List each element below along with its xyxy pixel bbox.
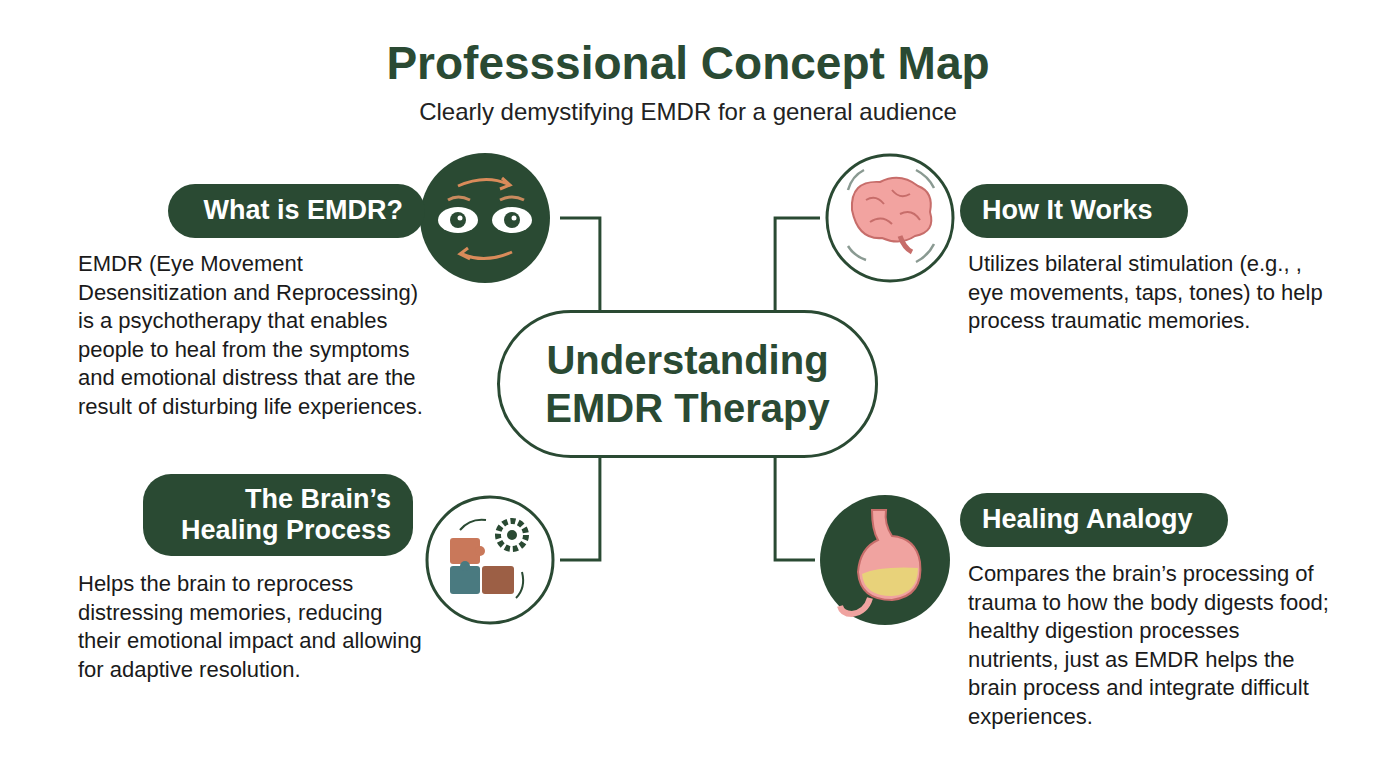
subtitle-label: Clearly demystifying EMDR for a general … (0, 98, 1376, 126)
topic-heading: How It Works (960, 184, 1188, 238)
topic-node: The Brain’s Healing ProcessHelps the bra… (70, 470, 560, 690)
connector-line (775, 458, 815, 560)
stomach-icon (820, 495, 950, 625)
topic-node: What is EMDR? EMDR (Eye Movement Desensit… (70, 150, 560, 460)
central-node: Understanding EMDR Therapy (497, 310, 878, 458)
topic-heading: What is EMDR? (168, 184, 425, 238)
connector-line (560, 218, 600, 310)
connector-line (560, 458, 600, 560)
brain-icon (827, 155, 953, 281)
topic-body: EMDR (Eye Movement Desensitization and R… (78, 250, 423, 422)
topic-node: Healing AnalogyCompares the brain’s proc… (815, 470, 1340, 735)
central-title: Understanding EMDR Therapy (530, 336, 845, 432)
topic-heading: The Brain’s Healing Process (143, 474, 413, 556)
topic-body: Compares the brain’s processing of traum… (968, 560, 1333, 732)
topic-node: How It WorksUtilizes bilateral stimulati… (820, 150, 1340, 400)
topic-heading: Healing Analogy (960, 493, 1228, 547)
eyes-icon (420, 153, 550, 283)
topic-body: Helps the brain to reprocess distressing… (78, 570, 428, 684)
puzzle-icon (427, 497, 553, 623)
topic-body: Utilizes bilateral stimulation (e.g., , … (968, 250, 1333, 336)
diagram-title: Professsional Concept Map (0, 36, 1376, 90)
connector-line (775, 218, 820, 310)
